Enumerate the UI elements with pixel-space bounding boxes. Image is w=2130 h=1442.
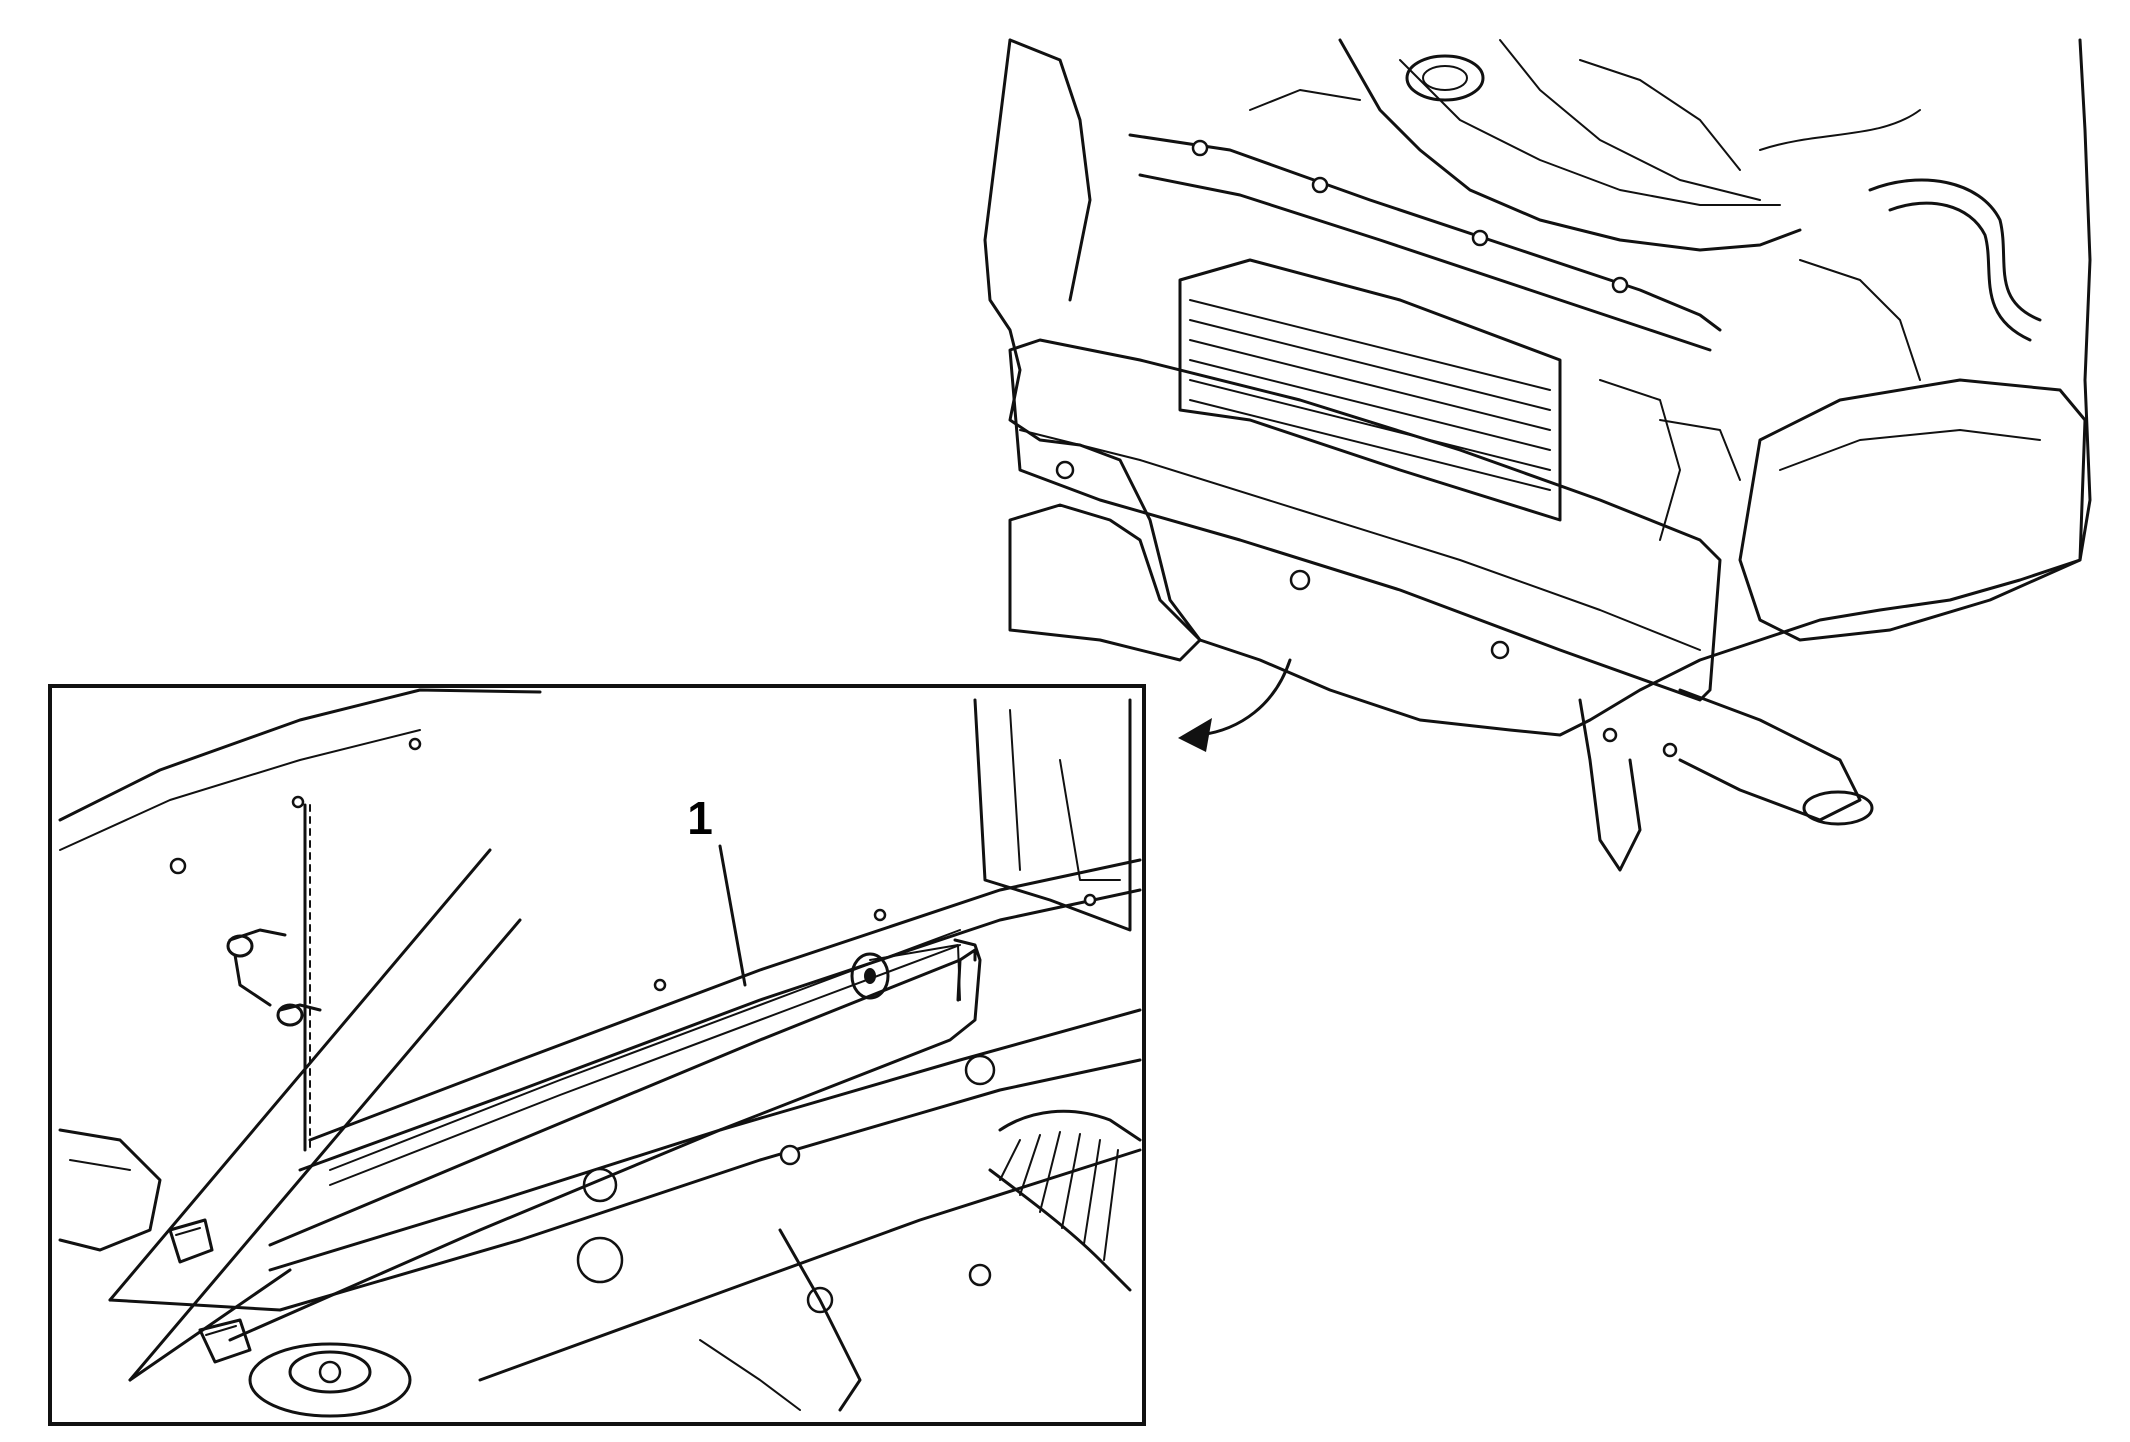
oil-cooler-line-upper [268,948,977,1247]
callout-1-label: 1 [687,792,713,844]
detail-inset: 1 [48,684,1146,1426]
inset-underbody-detail [58,688,1142,1418]
callout-1-leader [718,844,747,987]
curved-arrow-icon [1178,658,1292,752]
vehicle-front-end-view [983,38,2092,872]
oil-cooler-line-lower [228,938,982,1342]
callout-1: 1 [687,792,747,987]
